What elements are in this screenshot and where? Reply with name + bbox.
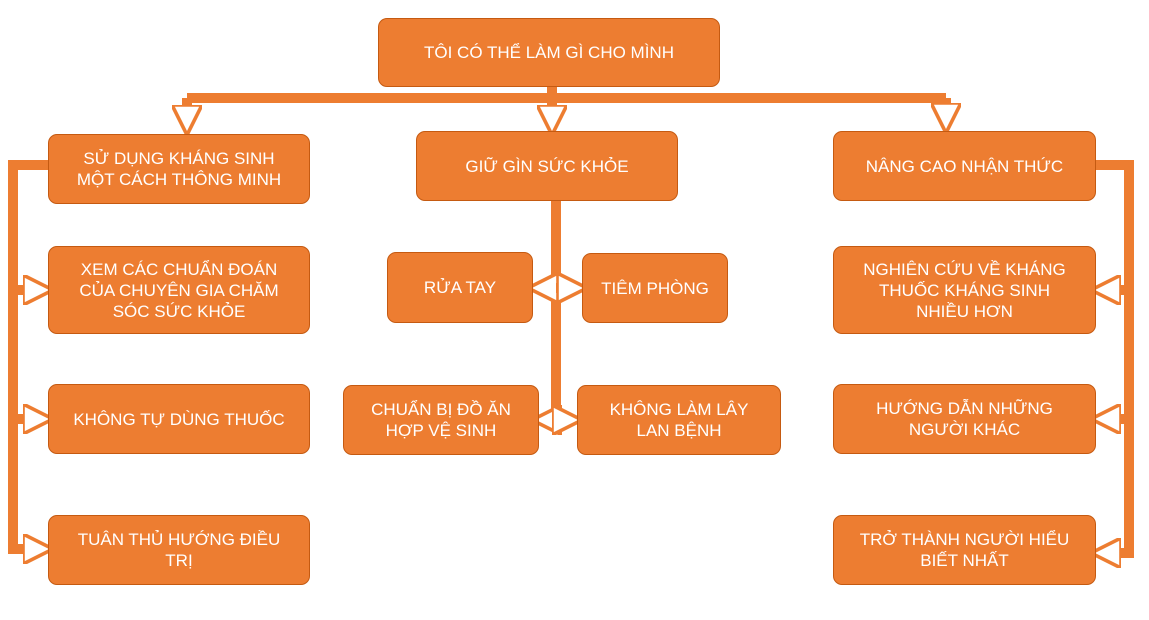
- root-node: TÔI CÓ THỂ LÀM GÌ CHO MÌNH: [378, 18, 720, 87]
- child-node-guide-others: HƯỚNG DẪN NHỮNG NGƯỜI KHÁC: [833, 384, 1096, 454]
- child-node-hygienic-food: CHUẨN BỊ ĐỒ ĂN HỢP VỆ SINH: [343, 385, 539, 455]
- child-node-vaccination: TIÊM PHÒNG: [582, 253, 728, 323]
- child-node-hand-washing: RỬA TAY: [387, 252, 533, 323]
- child-node-prevent-spread: KHÔNG LÀM LÂY LAN BỆNH: [577, 385, 781, 455]
- branch-node-raise-awareness: NÂNG CAO NHẬN THỨC: [833, 131, 1096, 201]
- branch-node-smart-antibiotics: SỬ DỤNG KHÁNG SINH MỘT CÁCH THÔNG MINH: [48, 134, 310, 204]
- child-node-research-resistance: NGHIÊN CỨU VỀ KHÁNG THUỐC KHÁNG SINH NHI…: [833, 246, 1096, 334]
- child-node-follow-treatment: TUÂN THỦ HƯỚNG ĐIỀU TRỊ: [48, 515, 310, 585]
- child-node-become-informed: TRỞ THÀNH NGƯỜI HIỂU BIẾT NHẤT: [833, 515, 1096, 585]
- child-node-diagnosis: XEM CÁC CHUẨN ĐOÁN CỦA CHUYÊN GIA CHĂM S…: [48, 246, 310, 334]
- child-node-no-self-medication: KHÔNG TỰ DÙNG THUỐC: [48, 384, 310, 454]
- branch-node-keep-healthy: GIỮ GÌN SỨC KHỎE: [416, 131, 678, 201]
